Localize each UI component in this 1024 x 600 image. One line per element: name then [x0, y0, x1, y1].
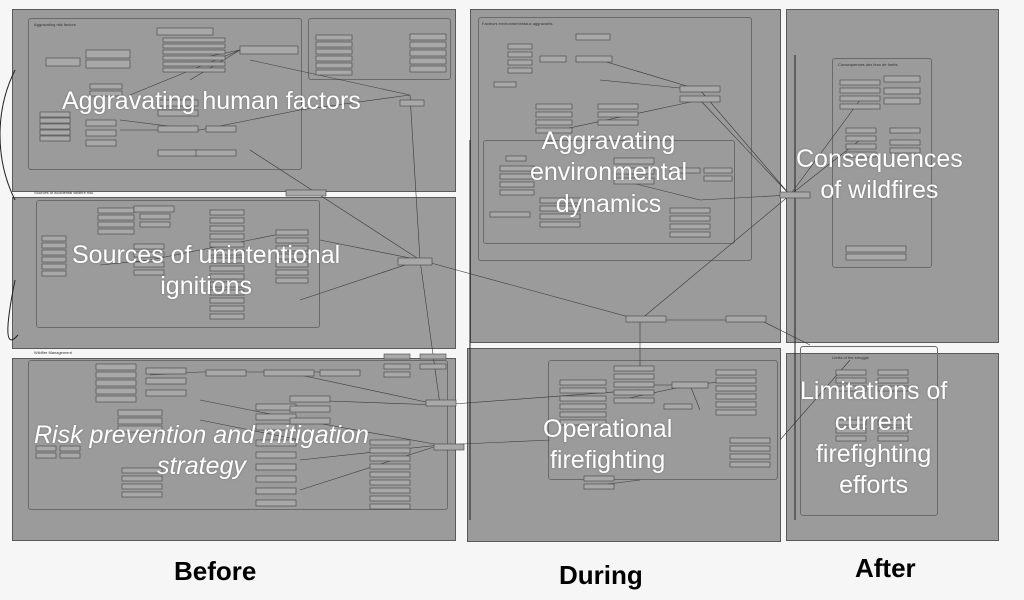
- group-frame: [832, 58, 932, 268]
- label-risk-prevention-strategy: Risk prevention and mitigation strategy: [34, 421, 369, 481]
- panel-limitations: [786, 353, 999, 541]
- label-aggravating-human-factors: Aggravating human factors: [62, 87, 361, 115]
- panel-header-human-factors: Aggravating risk factors: [34, 22, 76, 27]
- label-consequences-of-wildfires: Consequences of wildfires: [796, 145, 963, 205]
- label-aggravating-environmental-dynamics: Aggravating environmental dynamics: [530, 127, 688, 218]
- group-frame: [28, 18, 302, 170]
- panel-header-limitations: Limits of the struggle: [832, 355, 869, 360]
- group-frame: [483, 140, 735, 244]
- group-frame: [478, 17, 752, 261]
- panel-consequences: [786, 9, 999, 343]
- group-frame: [308, 18, 451, 80]
- label-sources-unintentional-ignitions: Sources of unintentional ignitions: [72, 241, 341, 301]
- phase-label-during: During: [559, 560, 643, 590]
- group-frame: [548, 360, 778, 480]
- panel-human-factors: [12, 9, 456, 192]
- group-frame: [36, 200, 320, 328]
- label-operational-firefighting: Operational firefighting: [543, 415, 673, 475]
- group-frame: [28, 360, 448, 510]
- panel-header-environment: Facteurs environnementaux aggravants: [482, 21, 553, 26]
- group-frame: [800, 346, 938, 516]
- panel-header-risk: Wildfire Management: [34, 350, 72, 355]
- label-limitations-firefighting-efforts: Limitations of current firefighting effo…: [800, 377, 948, 499]
- panel-header-ignitions: Sources of accidental wildfire risk: [34, 190, 94, 195]
- panel-header-consequences: Consequences des feux de forêts: [838, 62, 898, 67]
- phase-label-after: After: [855, 553, 916, 583]
- phase-label-before: Before: [174, 556, 257, 586]
